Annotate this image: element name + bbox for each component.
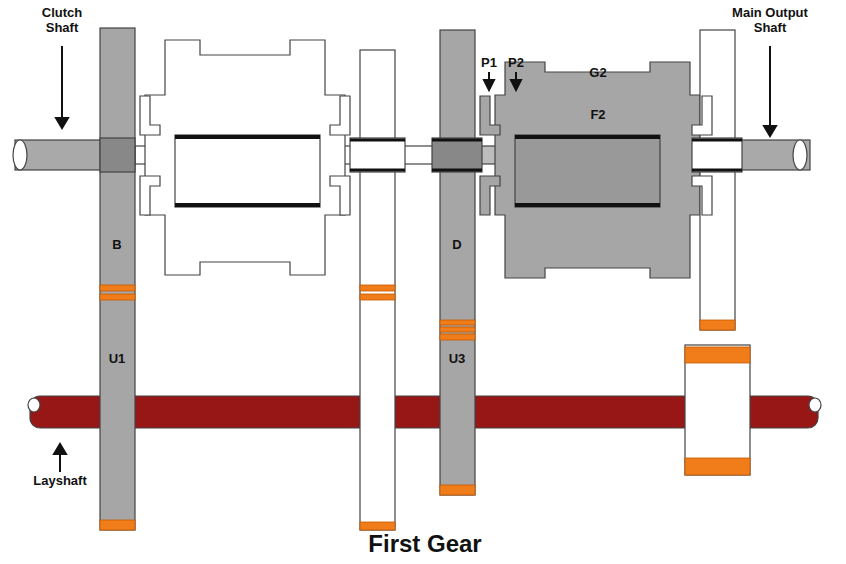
gear-label: B [112,238,121,253]
gear-label: D [452,238,461,253]
gear-label: U1 [109,352,126,367]
synchro-unit [495,62,700,278]
synchro-unit [145,40,345,275]
gear [685,345,750,475]
shaft-label: Main Output Shaft [725,6,815,36]
clutch-shaft [15,140,110,170]
gear-label: U3 [449,352,466,367]
shaft-label: Layshaft [33,474,86,489]
part-label: F2 [590,108,605,123]
leader-arrows [54,46,776,472]
shaft-label: Clutch Shaft [32,6,92,36]
main-output-shaft [735,140,810,170]
gear [100,28,135,530]
caption: First Gear [368,530,481,558]
part-label: G2 [589,66,606,81]
gear [360,50,395,530]
part-label: P2 [508,56,524,71]
part-label: P1 [481,56,497,71]
gear [440,30,475,495]
